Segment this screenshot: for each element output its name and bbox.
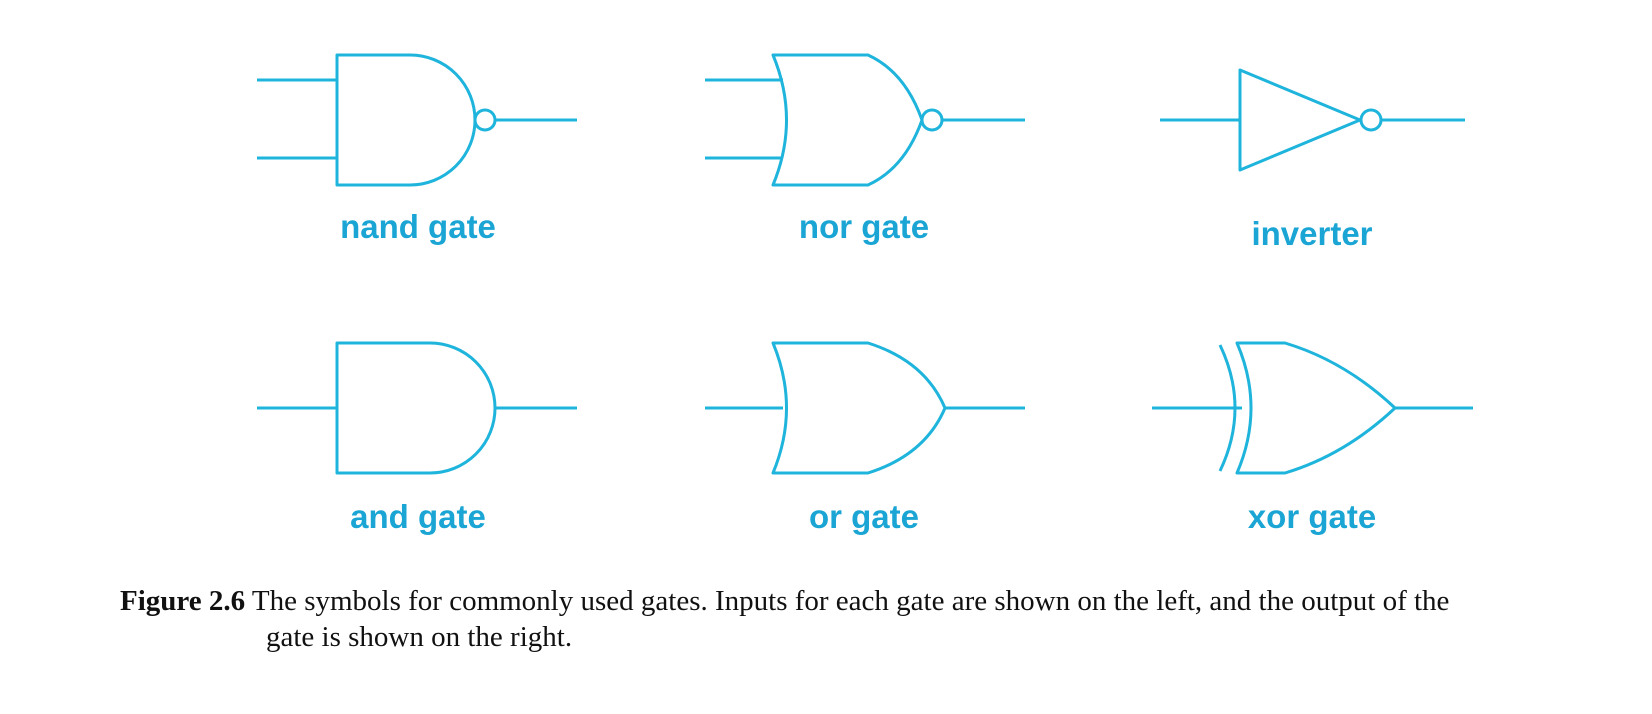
nand-body xyxy=(335,53,477,187)
and-gate-label: and gate xyxy=(350,498,486,535)
nand-gate-label: nand gate xyxy=(340,208,496,245)
inverter-body xyxy=(1238,68,1362,172)
caption-line-1: Figure 2.6 The symbols for commonly used… xyxy=(120,583,1590,619)
inverter-label: inverter xyxy=(1251,215,1372,252)
nand-inversion-bubble xyxy=(473,108,497,132)
caption-text-line-2: gate is shown on the right. xyxy=(266,621,573,653)
inverter-inversion-bubble xyxy=(1359,108,1383,132)
nor-body xyxy=(771,53,924,187)
nor-inversion-bubble xyxy=(920,108,944,132)
figure-number: Figure 2.6 xyxy=(120,585,246,617)
or-gate-label: or gate xyxy=(809,498,919,535)
xor-body xyxy=(1235,341,1397,475)
xor-gate-label: xor gate xyxy=(1248,498,1376,535)
xor-gate-symbol: xor gate xyxy=(1152,341,1473,535)
and-body xyxy=(335,341,497,475)
and-gate-symbol: and gate xyxy=(257,341,577,535)
figure-caption: Figure 2.6 The symbols for commonly used… xyxy=(120,583,1590,655)
nand-gate-symbol: nand gate xyxy=(257,53,577,245)
xor-extra-input-curve xyxy=(1218,344,1237,472)
or-gate-symbol: or gate xyxy=(705,341,1025,535)
nor-gate-symbol: nor gate xyxy=(705,53,1025,245)
or-body xyxy=(771,341,947,475)
inverter-symbol: inverter xyxy=(1160,68,1465,252)
logic-gates-diagram: nand gate nor gate inverter and gate or … xyxy=(257,53,1473,535)
nor-gate-label: nor gate xyxy=(799,208,929,245)
caption-text-line-1: The symbols for commonly used gates. Inp… xyxy=(251,585,1450,617)
